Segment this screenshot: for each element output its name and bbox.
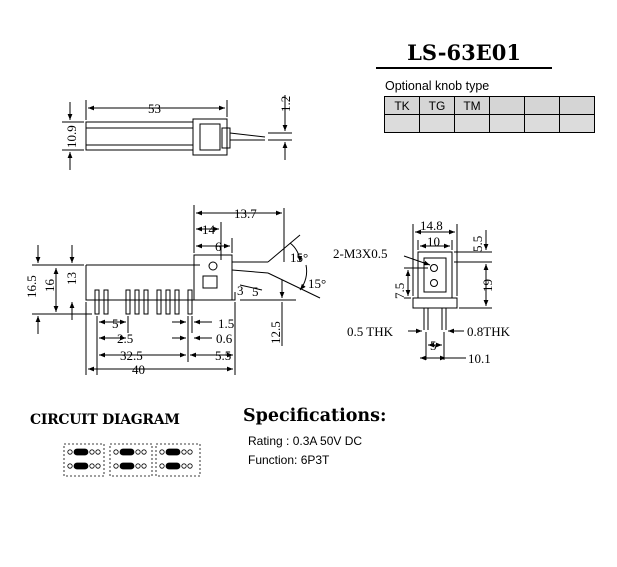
title-underline [376, 67, 552, 69]
angle-arc-15-upper [289, 242, 303, 263]
dim-label-19: 19 [480, 279, 495, 292]
front-view-terminals [94, 289, 193, 315]
knob-table-cell [489, 114, 525, 133]
knob-type-table: TK TG TM [384, 96, 595, 133]
dim-label-5: 5 [430, 338, 437, 353]
dim-label-13-7: 13.7 [234, 206, 257, 221]
knob-table-cell [524, 114, 560, 133]
switch-group-1 [63, 443, 105, 477]
side-view-frame-window [199, 123, 221, 151]
knob-option-tk: TK [384, 96, 420, 115]
dim-label-16: 16 [42, 279, 57, 293]
thickness-label-0-8: 0.8THK [467, 324, 511, 339]
dim-label-16-5: 16.5 [24, 275, 39, 298]
dim-label-0-6: 0.6 [216, 331, 233, 346]
circuit-diagram-title: CIRCUIT DIAGRAM [30, 412, 180, 428]
dim-label-10: 10 [427, 234, 440, 249]
front-view-rivet [208, 261, 218, 271]
thickness-label-0-5: 0.5 THK [347, 324, 394, 339]
dim-label-14-8: 14.8 [420, 218, 443, 233]
dim-label-5-top: 5 [252, 284, 259, 299]
angle-line [267, 272, 321, 299]
dim-label-32-5: 32.5 [120, 348, 143, 363]
knob-option-empty [559, 96, 595, 115]
side-view-body [85, 121, 194, 151]
dim-label-1-5: 1.5 [218, 316, 234, 331]
dim-label-2-5: 2.5 [117, 331, 133, 346]
dim-label-6: 6 [215, 239, 222, 254]
side-view-frame [192, 118, 228, 156]
angle-arc-15-lower [299, 264, 308, 291]
angle-label-15-lower: 15° [308, 276, 326, 291]
dim-label-1-2: 1.2 [278, 96, 293, 112]
dim-label-53: 53 [148, 101, 161, 116]
dim-label-5-5: 5.5 [470, 236, 485, 252]
end-view-frame [417, 251, 453, 299]
front-view [32, 205, 321, 375]
dim-label-5: 5 [112, 316, 119, 331]
spec-function: Function: 6P3T [248, 453, 330, 467]
switch-group-3 [155, 443, 201, 477]
angle-label-15-upper: 15° [290, 250, 308, 265]
dim-label-7-5: 7.5 [392, 283, 407, 299]
dim-label-10-1: 10.1 [468, 351, 491, 366]
circuit-symbols [63, 443, 201, 477]
model-title: LS-63E01 [407, 40, 521, 65]
knob-table-cell [559, 114, 595, 133]
angle-line [267, 234, 301, 263]
dim-label-10-9: 10.9 [64, 125, 79, 148]
end-view-base [412, 297, 458, 309]
screw-spec-label: 2-M3X0.5 [333, 246, 388, 261]
front-view-slider-window [202, 275, 218, 289]
side-view-pin [229, 132, 266, 138]
dim-label-12-5: 12.5 [268, 321, 283, 344]
side-view-tab [221, 127, 231, 149]
leader-line-screw [403, 255, 431, 266]
spec-rating: Rating : 0.3A 50V DC [248, 434, 363, 448]
front-view-lever [239, 284, 263, 291]
end-view-inner [423, 257, 447, 293]
knob-option-empty [524, 96, 560, 115]
dim-label-13: 13 [64, 272, 79, 285]
front-view-lever [231, 269, 269, 274]
dim-label-5-5: 5.5 [215, 348, 231, 363]
end-view-screw-hole [430, 279, 438, 287]
front-view-frame [193, 254, 233, 301]
end-view [403, 224, 492, 361]
switch-group-2 [109, 443, 153, 477]
side-view [62, 95, 292, 170]
specifications-title: Specifications: [243, 406, 387, 426]
knob-table-caption: Optional knob type [385, 79, 490, 93]
knob-table-cell [384, 114, 420, 133]
dim-label-14: 14 [202, 222, 216, 237]
dim-label-3: 3 [237, 283, 244, 298]
end-view-screw-hole [430, 264, 438, 272]
dim-label-40: 40 [132, 362, 145, 377]
